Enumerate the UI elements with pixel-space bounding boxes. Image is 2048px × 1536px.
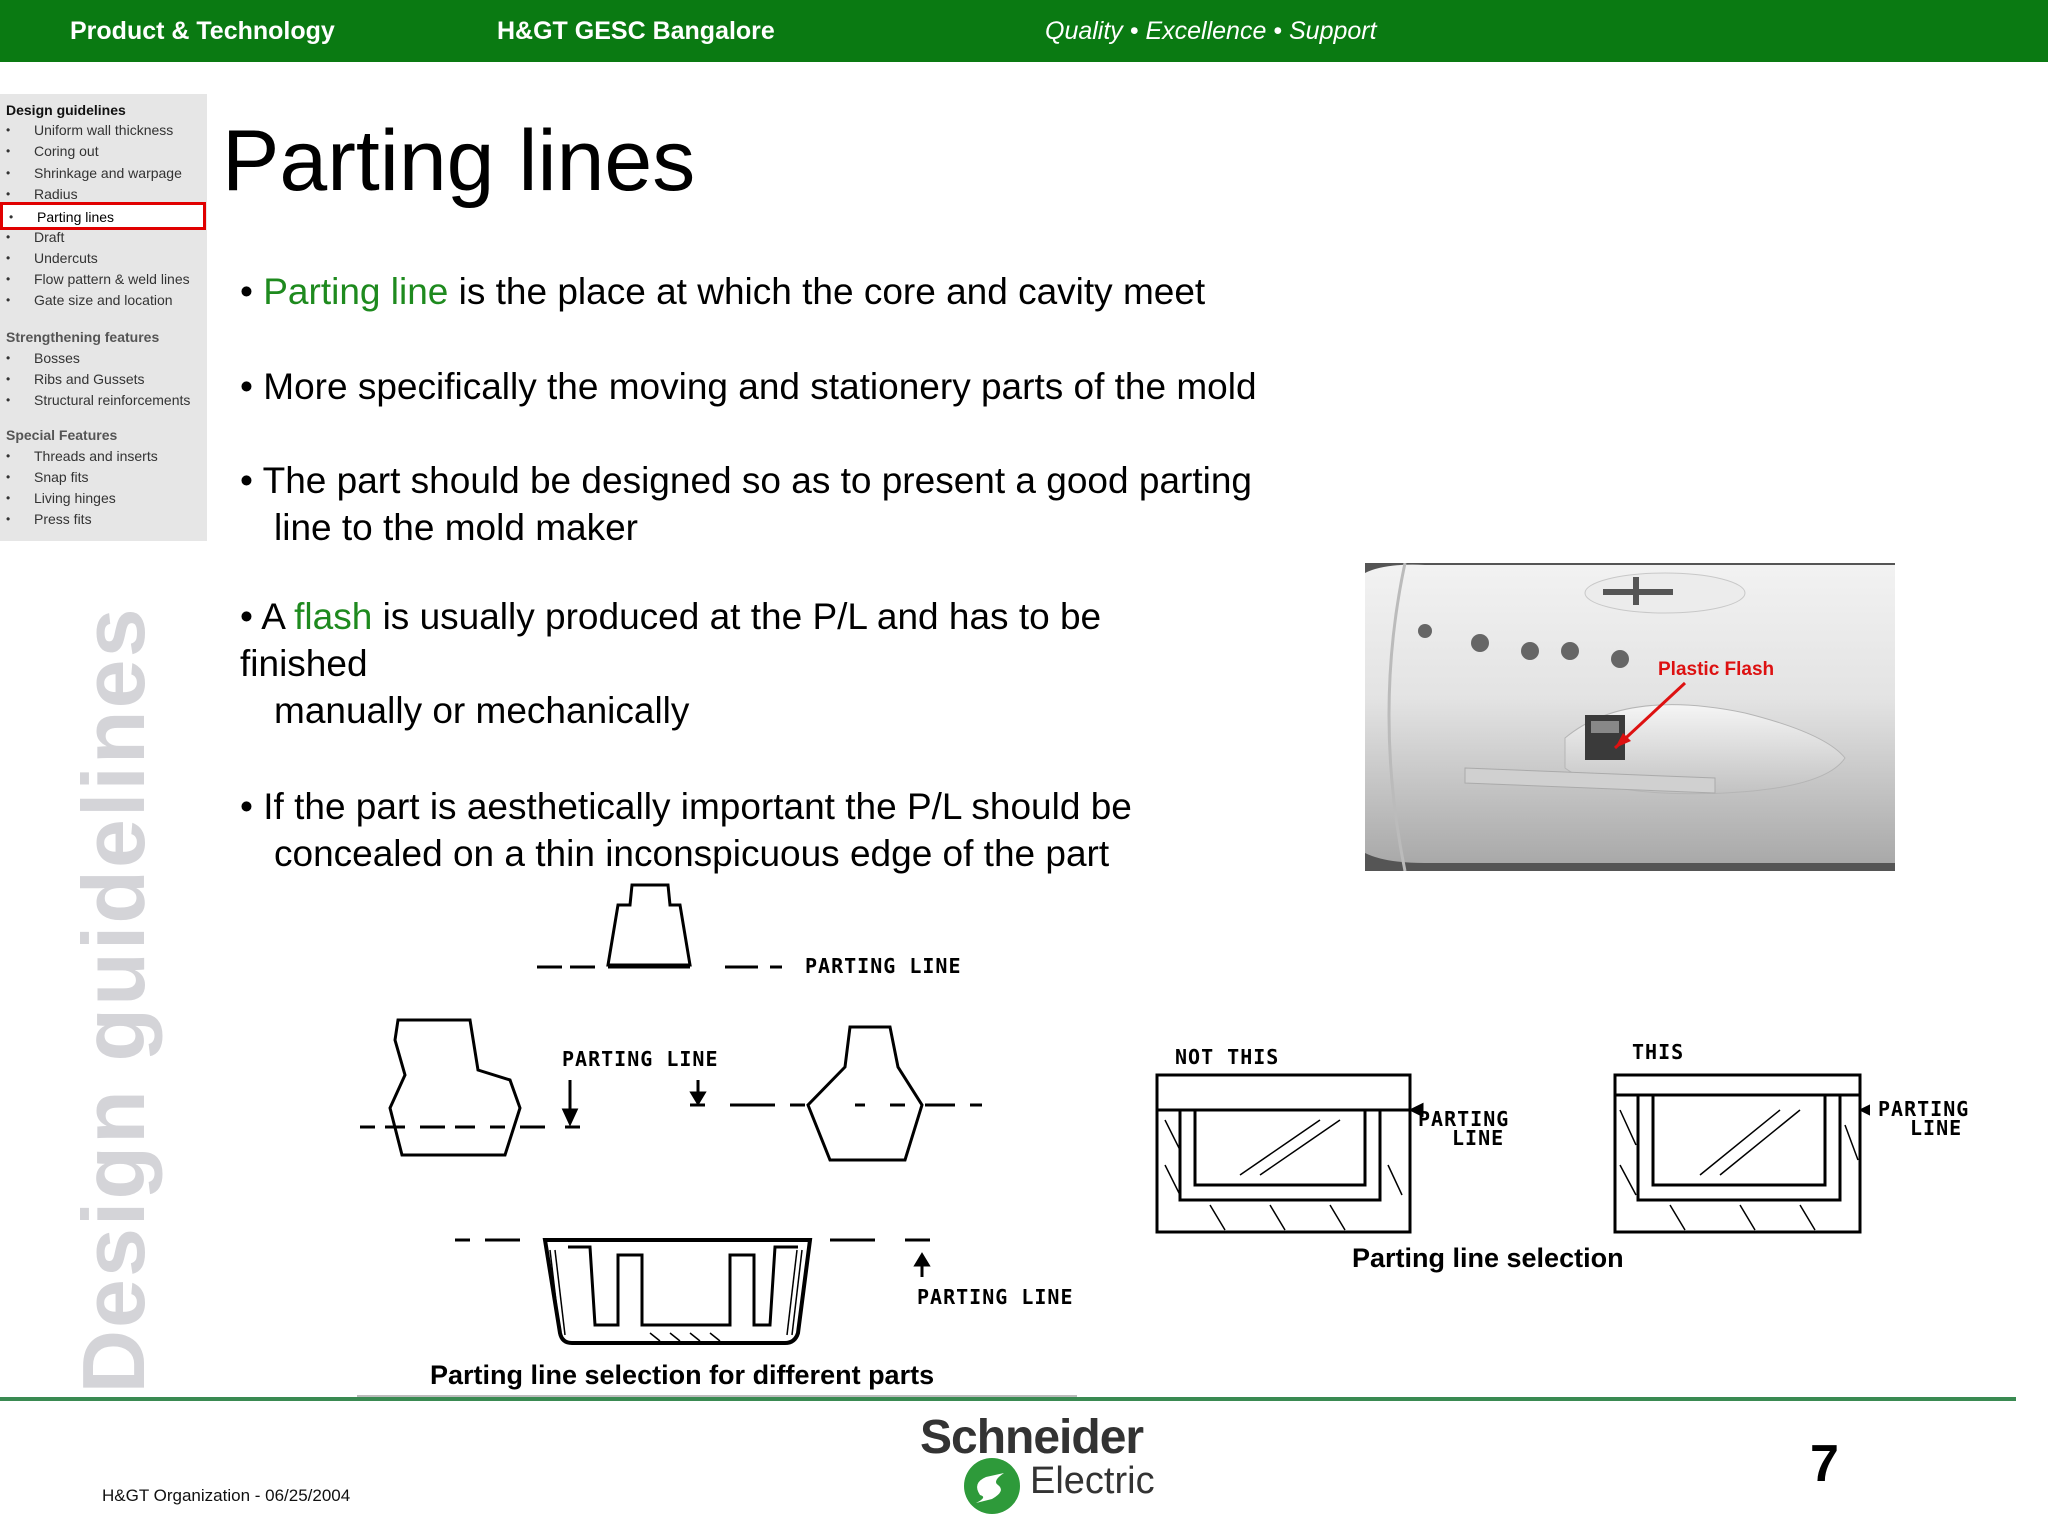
sidebar-item-radius[interactable]: •Radius [6,186,78,202]
sidebar-item-uniform-wall-thickness[interactable]: •Uniform wall thickness [6,122,174,138]
label-parting-line-not-this-1: PARTING [1418,1107,1510,1131]
term-flash: flash [294,596,373,637]
label-parting-line-not-this-2: LINE [1452,1126,1505,1150]
vertical-section-label: Design guidelines [64,606,163,1394]
sidebar-item-flow-pattern[interactable]: •Flow pattern & weld lines [6,271,190,287]
sidebar-item-draft[interactable]: •Draft [6,229,65,245]
page-number: 7 [1810,1435,1839,1493]
caption-parts-diagram: Parting line selection for different par… [430,1360,935,1390]
header-location: H&GT GESC Bangalore [497,17,775,45]
header-tagline: Quality • Excellence • Support [1045,17,1377,45]
sidebar-item-structural-reinforcements[interactable]: •Structural reinforcements [6,392,191,408]
sidebar-item-undercuts[interactable]: •Undercuts [6,250,98,266]
term-parting-line: Parting line [263,271,449,312]
label-parting-line-top: PARTING LINE [805,954,962,978]
plastic-flash-photo: Plastic Flash [1365,563,1895,871]
sidebar-section-special: Special Features [6,427,118,443]
label-parting-line-this-2: LINE [1910,1116,1963,1140]
label-parting-line-bottom: PARTING LINE [917,1285,1074,1309]
plastic-flash-label: Plastic Flash [1658,659,1775,680]
logo-schneider-text: Schneider [920,1411,1144,1464]
logo-electric-text: Electric [1030,1460,1155,1502]
bullet-moving-stationary: • More specifically the moving and stati… [240,366,1257,407]
slide-title: Parting lines [222,113,696,209]
sidebar-item-shrinkage-warpage[interactable]: •Shrinkage and warpage [6,165,182,181]
sidebar-item-coring-out[interactable]: •Coring out [6,143,99,159]
sidebar-nav: Design guidelines •Uniform wall thicknes… [0,94,207,541]
caption-selection-diagram: Parting line selection [1352,1243,1624,1273]
sidebar-item-ribs-gussets[interactable]: •Ribs and Gussets [6,371,145,387]
sidebar-item-living-hinges[interactable]: •Living hinges [6,490,116,506]
label-not-this: NOT THIS [1175,1045,1280,1069]
plastic-part-image [1365,563,1895,871]
header-bar: Product & Technology H&GT GESC Bangalore… [0,0,2048,62]
parting-line-parts-diagram [360,883,982,1345]
sidebar-section-strengthening: Strengthening features [6,329,160,345]
sidebar-item-bosses[interactable]: •Bosses [6,350,80,366]
label-parting-line-this-1: PARTING [1878,1097,1970,1121]
label-parting-line-middle: PARTING LINE [562,1047,719,1071]
bullet-aesthetic: • If the part is aesthetically important… [240,786,1132,874]
parting-line-selection-diagram [1155,1073,1870,1234]
sidebar-item-threads-inserts[interactable]: •Threads and inserts [6,448,158,464]
sidebar-item-press-fits[interactable]: •Press fits [6,511,92,527]
bullet-flash: • A flash is usually produced at the P/L… [240,596,1102,731]
bullet-parting-line-definition: • Parting line is the place at which the… [240,271,1206,312]
sidebar-item-gate-size[interactable]: •Gate size and location [6,292,173,308]
footer-divider [0,1397,2016,1401]
header-product-technology: Product & Technology [70,17,335,45]
footer-divider-grey [357,1395,1077,1397]
schneider-logo-icon [964,1458,1020,1514]
bullet-good-parting-line: • The part should be designed so as to p… [240,460,1253,548]
footer-organization-date: H&GT Organization - 06/25/2004 [102,1486,351,1505]
sidebar-title: Design guidelines [6,102,126,118]
sidebar-item-parting-lines[interactable]: •Parting lines [0,202,206,230]
sidebar-item-snap-fits[interactable]: •Snap fits [6,469,89,485]
label-this: THIS [1632,1040,1685,1064]
